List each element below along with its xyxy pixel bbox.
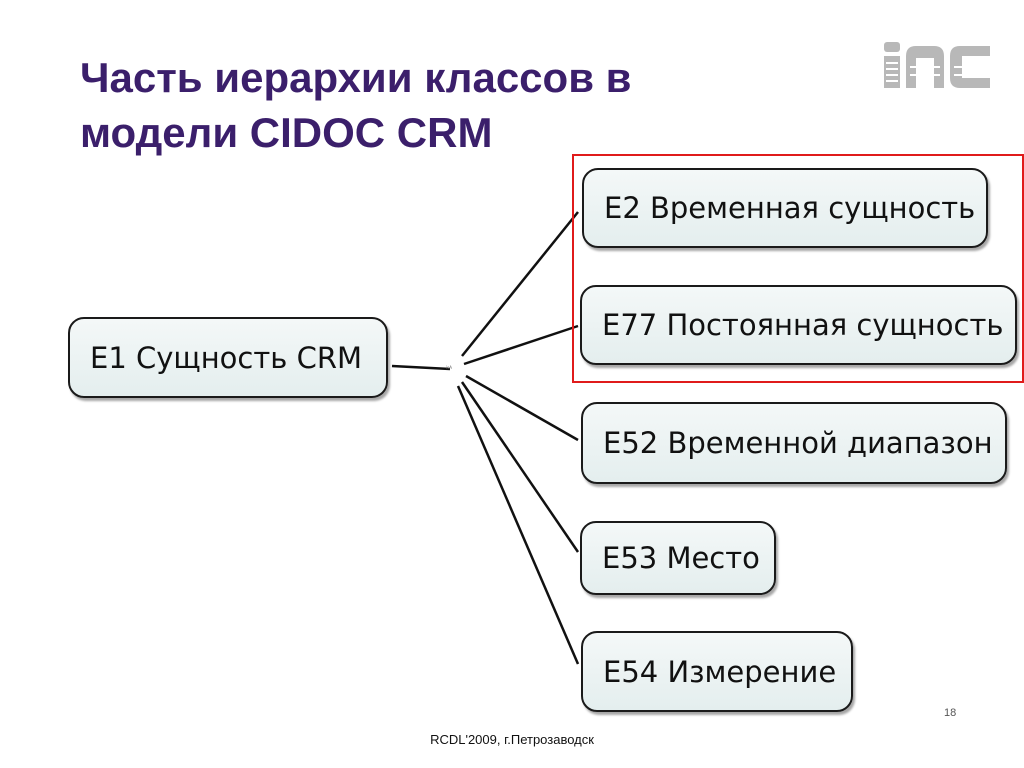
node-e52-label: E52 Временной диапазон [603,426,993,460]
node-e54: E54 Измерение [581,631,853,712]
node-e52: E52 Временной диапазон [581,402,1007,484]
connector-root-hub [391,364,451,371]
footer-text: RCDL'2009, г.Петрозаводск [430,732,594,747]
highlight-frame [572,154,1024,383]
connector-hub-e54 [456,385,580,665]
node-e77-label: E77 Постоянная сущность [602,308,1004,342]
node-e54-label: E54 Измерение [603,654,837,689]
node-e1-root: E1 Сущность CRM [68,317,388,398]
node-e53: E53 Место [580,521,776,595]
slide-title: Часть иерархии классов в модели CIDOC CR… [80,54,632,156]
connector-hub-e53 [460,381,580,553]
node-e1-label: E1 Сущность CRM [90,340,362,375]
node-e77: E77 Постоянная сущность [580,285,1017,365]
node-e53-label: E53 Место [602,541,760,575]
page-number: 18 [944,707,957,719]
node-e2: E2 Временная сущность [582,168,988,248]
connector-hub-e52 [465,374,579,442]
connector-hub-e77 [463,324,579,366]
node-e2-label: E2 Временная сущность [604,191,976,225]
connector-hub-e2 [461,211,579,357]
inc-logo [884,42,990,88]
hub-label: isA [446,365,452,370]
